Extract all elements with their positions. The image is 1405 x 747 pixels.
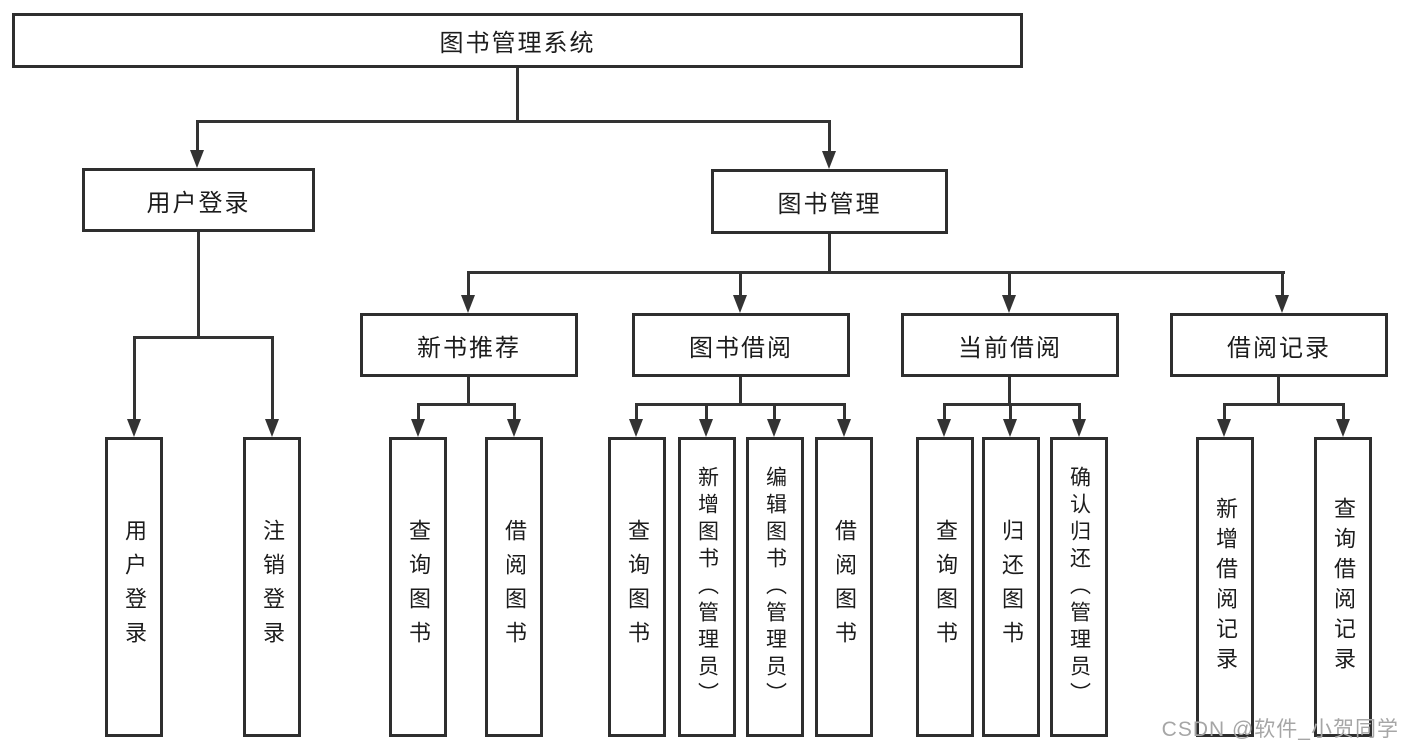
leaf-query-book-current-label: 查询图书 <box>933 519 958 655</box>
connector-drop-leaf-login <box>133 336 136 420</box>
leaf-user-login: 用户登录 <box>105 437 163 737</box>
leaf-return-book-label: 归还图书 <box>999 519 1024 655</box>
connector-drop-leaf <box>843 403 846 421</box>
arrow-down-icon <box>265 419 279 437</box>
arrow-down-icon <box>127 419 141 437</box>
leaf-borrow-book-rec-label: 借阅图书 <box>502 519 527 655</box>
leaf-edit-book-admin: 编辑图书（管理员） <box>746 437 804 737</box>
connector-borrow-record-stem <box>1277 377 1280 403</box>
arrow-down-icon <box>1275 295 1289 313</box>
leaf-add-book-admin-label: 新增图书（管理员） <box>695 465 719 709</box>
connector-drop-leaf <box>773 403 776 421</box>
connector-drop-new-book-rec <box>467 271 470 297</box>
arrow-down-icon <box>1336 419 1350 437</box>
connector-drop-leaf <box>1009 403 1012 421</box>
leaf-query-book-current: 查询图书 <box>916 437 974 737</box>
arrow-down-icon <box>507 419 521 437</box>
connector-book-mgmt-stem <box>828 234 831 271</box>
leaf-query-book-borrow: 查询图书 <box>608 437 666 737</box>
arrow-down-icon <box>937 419 951 437</box>
connector-borrow-record-bar <box>1223 403 1345 406</box>
connector-drop-user-login <box>196 120 199 152</box>
arrow-down-icon <box>1217 419 1231 437</box>
arrow-down-icon <box>1072 419 1086 437</box>
connector-level3-bar <box>468 271 1285 274</box>
leaf-edit-book-admin-label: 编辑图书（管理员） <box>763 465 787 709</box>
node-book-borrow: 图书借阅 <box>632 313 850 377</box>
arrow-down-icon <box>190 150 204 168</box>
arrow-down-icon <box>822 151 836 169</box>
connector-new-book-rec-stem <box>467 377 470 403</box>
arrow-down-icon <box>837 419 851 437</box>
leaf-query-book-borrow-label: 查询图书 <box>625 519 650 655</box>
leaf-query-book-rec: 查询图书 <box>389 437 447 737</box>
node-user-login: 用户登录 <box>82 168 315 232</box>
connector-drop-leaf <box>1223 403 1226 421</box>
leaf-borrow-book-rec: 借阅图书 <box>485 437 543 737</box>
connector-user-login-stem <box>197 232 200 336</box>
leaf-query-borrow-record: 查询借阅记录 <box>1314 437 1372 737</box>
connector-drop-leaf <box>417 403 420 421</box>
arrow-down-icon <box>767 419 781 437</box>
connector-drop-leaf <box>1342 403 1345 421</box>
node-root-label: 图书管理系统 <box>439 30 596 57</box>
arrow-down-icon <box>411 419 425 437</box>
node-book-mgmt: 图书管理 <box>711 169 948 234</box>
connector-drop-leaf <box>1078 403 1081 421</box>
connector-drop-leaf <box>635 403 638 421</box>
arrow-down-icon <box>1002 295 1016 313</box>
node-root: 图书管理系统 <box>12 13 1023 68</box>
leaf-confirm-return-admin-label: 确认归还（管理员） <box>1067 465 1091 709</box>
arrow-down-icon <box>1003 419 1017 437</box>
connector-drop-book-borrow <box>739 271 742 297</box>
leaf-add-book-admin: 新增图书（管理员） <box>678 437 736 737</box>
connector-root-stem <box>516 68 519 120</box>
connector-current-borrow-stem <box>1008 377 1011 403</box>
connector-new-book-rec-bar <box>417 403 516 406</box>
arrow-down-icon <box>699 419 713 437</box>
node-new-book-rec-label: 新书推荐 <box>417 334 521 362</box>
connector-book-borrow-bar <box>635 403 846 406</box>
leaf-add-borrow-record-label: 新增借阅记录 <box>1213 497 1238 677</box>
connector-level2-bar <box>196 120 831 123</box>
node-current-borrow-label: 当前借阅 <box>958 334 1062 362</box>
node-user-login-label: 用户登录 <box>146 189 251 217</box>
node-current-borrow: 当前借阅 <box>901 313 1119 377</box>
connector-current-borrow-bar <box>943 403 1081 406</box>
leaf-user-login-label: 用户登录 <box>122 519 147 655</box>
leaf-confirm-return-admin: 确认归还（管理员） <box>1050 437 1108 737</box>
leaf-borrow-book-label: 借阅图书 <box>832 519 857 655</box>
connector-drop-book-mgmt <box>828 120 831 152</box>
leaf-logout: 注销登录 <box>243 437 301 737</box>
arrow-down-icon <box>629 419 643 437</box>
connector-user-login-bar <box>133 336 274 339</box>
arrow-down-icon <box>733 295 747 313</box>
leaf-borrow-book: 借阅图书 <box>815 437 873 737</box>
leaf-add-borrow-record: 新增借阅记录 <box>1196 437 1254 737</box>
connector-drop-leaf-logout <box>271 336 274 420</box>
arrow-down-icon <box>461 295 475 313</box>
node-borrow-record: 借阅记录 <box>1170 313 1388 377</box>
connector-book-borrow-stem <box>739 377 742 403</box>
node-book-borrow-label: 图书借阅 <box>689 334 793 362</box>
node-new-book-rec: 新书推荐 <box>360 313 578 377</box>
leaf-logout-label: 注销登录 <box>260 519 285 655</box>
leaf-return-book: 归还图书 <box>982 437 1040 737</box>
connector-drop-leaf <box>705 403 708 421</box>
connector-drop-leaf <box>513 403 516 421</box>
leaf-query-borrow-record-label: 查询借阅记录 <box>1331 497 1356 677</box>
connector-drop-leaf <box>943 403 946 421</box>
node-book-mgmt-label: 图书管理 <box>777 191 882 218</box>
node-borrow-record-label: 借阅记录 <box>1227 334 1331 362</box>
leaf-query-book-rec-label: 查询图书 <box>406 519 431 655</box>
connector-drop-borrow-record <box>1281 271 1284 297</box>
connector-drop-current-borrow <box>1008 271 1011 297</box>
